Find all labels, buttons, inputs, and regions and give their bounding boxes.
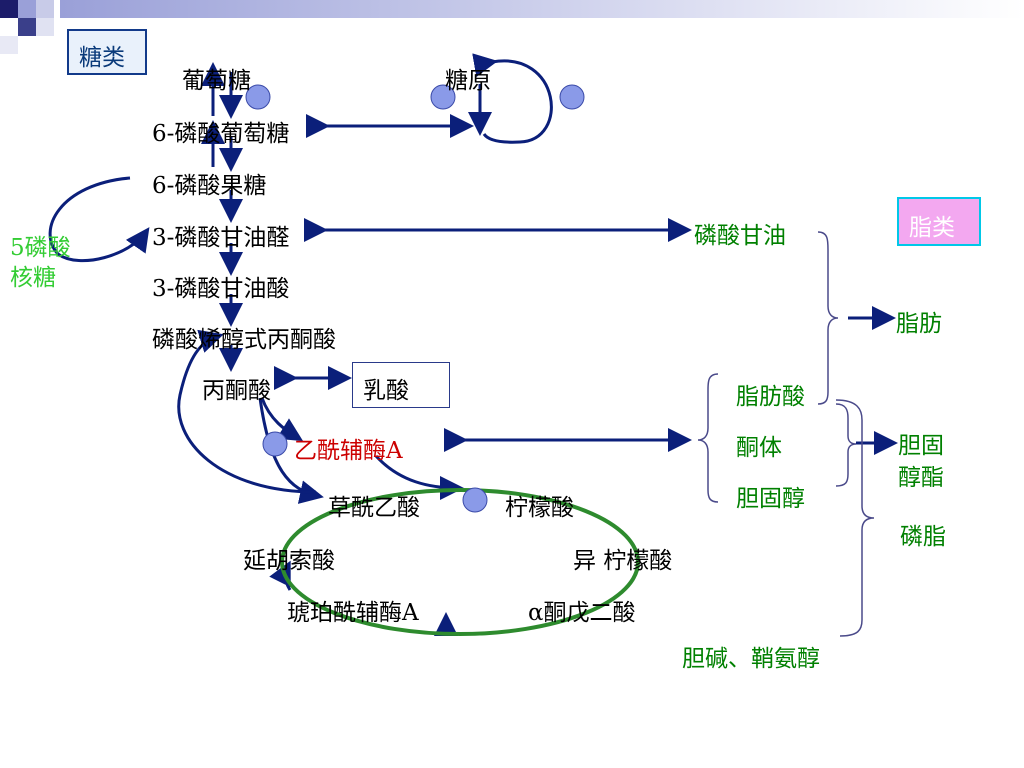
node-acetylcoa: [262, 431, 288, 457]
node-citrate: [462, 487, 488, 513]
corner-square: [36, 18, 54, 36]
fumarate-label: 延胡索酸: [243, 548, 335, 574]
header-bar: [60, 0, 1024, 18]
pga3-label: 3-磷酸甘油酸: [152, 276, 290, 302]
acetylcoa-label: 乙酰辅酶A: [294, 438, 403, 464]
citrate-label: 柠檬酸: [505, 495, 574, 521]
pep-label: 磷酸烯醇式丙酮酸: [152, 327, 336, 353]
glycerol-phosphate-label: 磷酸甘油: [694, 223, 786, 249]
bracket-fat: [817, 231, 839, 405]
category-label-lipid: 脂类: [909, 215, 955, 241]
glycogen-loop: [472, 53, 553, 144]
corner-decoration: [0, 0, 80, 60]
fat-label: 脂肪: [896, 311, 942, 337]
category-box-lipid: 脂类: [897, 197, 981, 246]
succinylcoa-label: 琥珀酰辅酶A: [287, 600, 419, 626]
category-label-carbohydrate: 糖类: [79, 45, 125, 71]
tca-cycle: [280, 488, 640, 636]
glucose-label: 葡萄糖: [182, 68, 251, 94]
corner-square: [0, 36, 18, 54]
g6p-label: 6-磷酸葡萄糖: [152, 121, 290, 147]
corner-square: [18, 18, 36, 36]
akg-label: α酮戊二酸: [528, 600, 636, 626]
g3p-label: 3-磷酸甘油醛: [152, 225, 290, 251]
phospholipid-label: 磷脂: [900, 524, 946, 550]
cholesteryl-ester-label: 胆固 醇酯: [898, 433, 944, 491]
lactate-label: 乳酸: [363, 378, 409, 404]
choline-label: 胆碱、鞘氨醇: [682, 646, 820, 672]
node-glucose: [245, 84, 271, 110]
arrow-acetylcoa-to-citrate: [374, 454, 464, 500]
fatty-acid-label: 脂肪酸: [736, 384, 805, 410]
oxaloacetate-label: 草酰乙酸: [328, 495, 420, 521]
corner-square: [18, 0, 36, 18]
isocitrate-label: 异 柠檬酸: [573, 548, 673, 574]
arrow-oxaloacetate-to-pep: [177, 329, 317, 494]
category-box-carbohydrate: 糖类: [67, 29, 147, 75]
ribose-label: 5磷酸 核糖: [10, 235, 71, 291]
arrow-pyruvate-to-acetylcoa: [260, 397, 304, 442]
node-glycogen-right: [559, 84, 585, 110]
bracket-phospholipid: [835, 399, 875, 637]
ribose-loop: [48, 176, 150, 263]
ketone-label: 酮体: [736, 435, 782, 461]
cholesterol-label: 胆固醇: [736, 486, 805, 512]
bracket-lipid-sources: [697, 373, 719, 503]
bracket-cholesteryl-ester: [835, 403, 857, 487]
pyruvate-label: 丙酮酸: [202, 378, 271, 404]
node-glycogen-left: [430, 84, 456, 110]
glycogen-label: 糖原: [445, 68, 491, 94]
corner-square: [36, 0, 54, 18]
corner-square: [0, 0, 18, 18]
f6p-label: 6-磷酸果糖: [152, 173, 267, 199]
lactate-box: 乳酸: [352, 362, 450, 408]
